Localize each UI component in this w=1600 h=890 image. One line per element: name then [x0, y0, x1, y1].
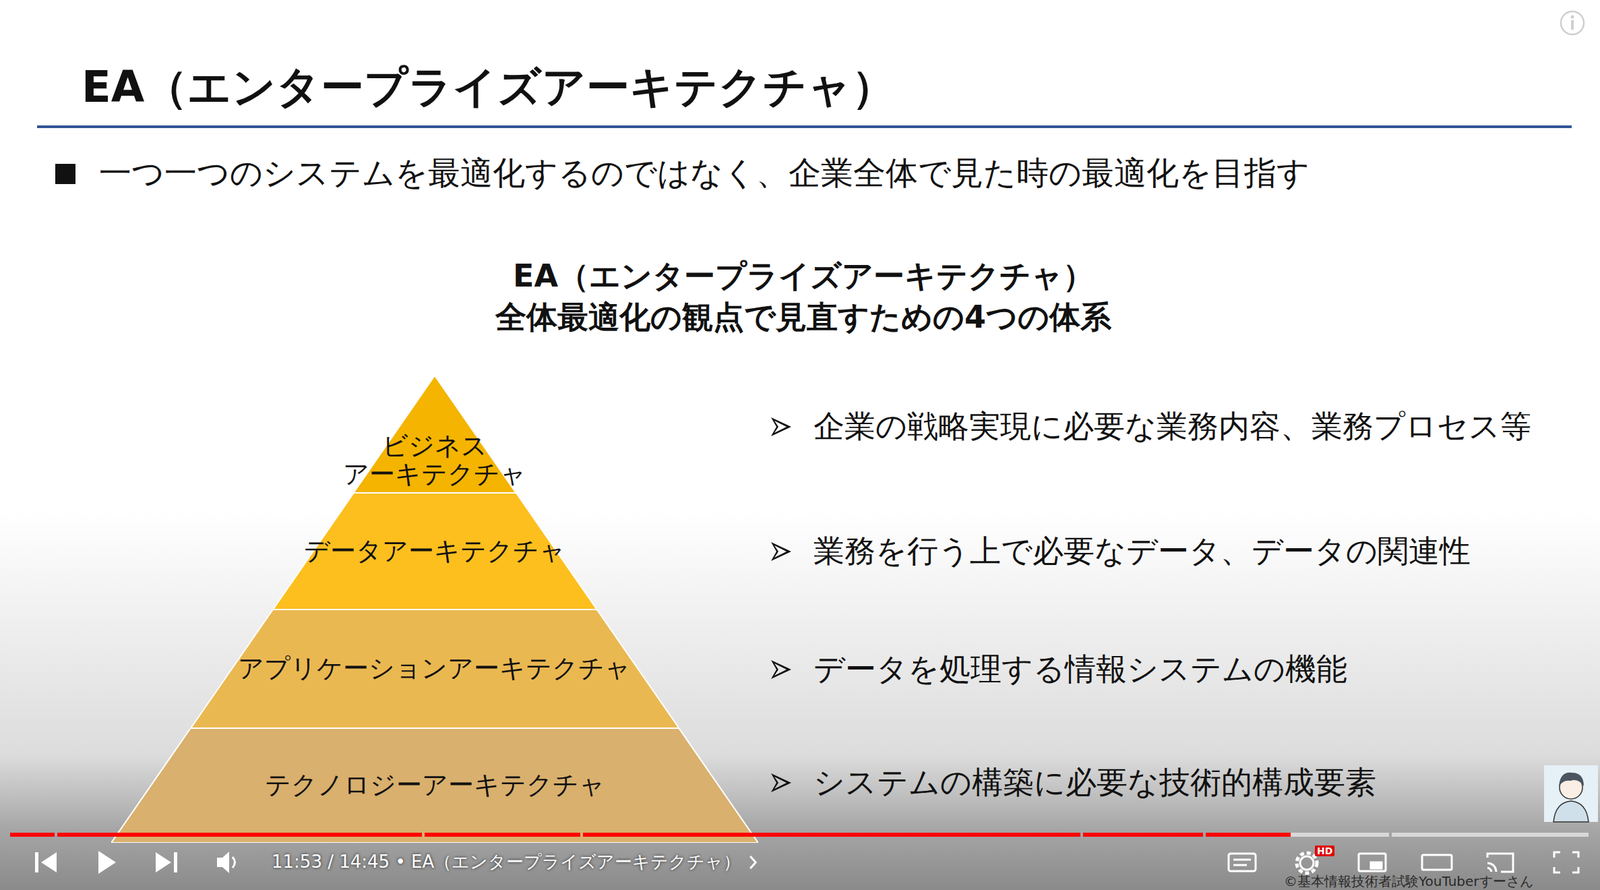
watermark: ©基本情報技術者試験YouTuberすーさん — [1283, 872, 1534, 889]
bullet-square — [55, 163, 76, 184]
slide-title: EA（エンタープライズアーキテクチャ） — [81, 61, 896, 114]
chapter-chevron — [750, 855, 756, 869]
band-fill — [272, 492, 598, 610]
band-label: データアーキテクチャ — [272, 537, 598, 566]
title-rule — [37, 125, 1572, 129]
subtitles-button — [1228, 853, 1256, 871]
settings-button — [1296, 852, 1317, 873]
band-fill — [111, 727, 759, 843]
hd-badge: HD — [1314, 845, 1335, 857]
pyramid-band: ビジネス アーキテクチャ — [310, 375, 560, 493]
band-label: アプリケーションアーキテクチャ — [190, 654, 680, 683]
info-icon — [1560, 11, 1584, 35]
play-button — [98, 850, 116, 874]
progress-bar — [10, 832, 1589, 837]
arrow-bullets — [771, 417, 792, 792]
volume-button — [217, 851, 236, 873]
player-time: 11:53 / 14:45 • EA（エンタープライズアーキテクチャ） — [271, 851, 741, 873]
next-button — [155, 851, 178, 873]
miniplayer-button — [1358, 853, 1386, 871]
avatar-image — [1544, 764, 1598, 822]
pyramid-band: アプリケーションアーキテクチャ — [190, 609, 680, 728]
band-label: テクノロジーアーキテクチャ — [111, 771, 759, 800]
pyramid-band: データアーキテクチャ — [272, 492, 598, 610]
band-label: ビジネス アーキテクチャ — [323, 432, 546, 489]
theater-button — [1422, 854, 1452, 870]
pyramid-band: テクノロジーアーキテクチャ — [111, 727, 759, 843]
layer-description: 業務を行う上で必要なデータ、データの関連性 — [813, 532, 1471, 570]
cast-button — [1487, 853, 1514, 872]
bullet-text: 一つ一つのシステムを最適化するのではなく、企業全体で見た時の最適化を目指す — [99, 153, 1310, 193]
fullscreen-button — [1554, 851, 1579, 873]
layer-description: データを処理する情報システムの機能 — [813, 650, 1348, 688]
diagram-heading: EA（エンタープライズアーキテクチャ） — [512, 257, 1094, 295]
prev-button — [35, 851, 57, 873]
layer-description: 企業の戦略実現に必要な業務内容、業務プロセス等 — [813, 407, 1532, 445]
band-fill — [190, 609, 680, 728]
layer-description: システムの構築に必要な技術的構成要素 — [813, 763, 1377, 801]
diagram-heading: 全体最適化の観点で見直すための4つの体系 — [495, 298, 1112, 336]
